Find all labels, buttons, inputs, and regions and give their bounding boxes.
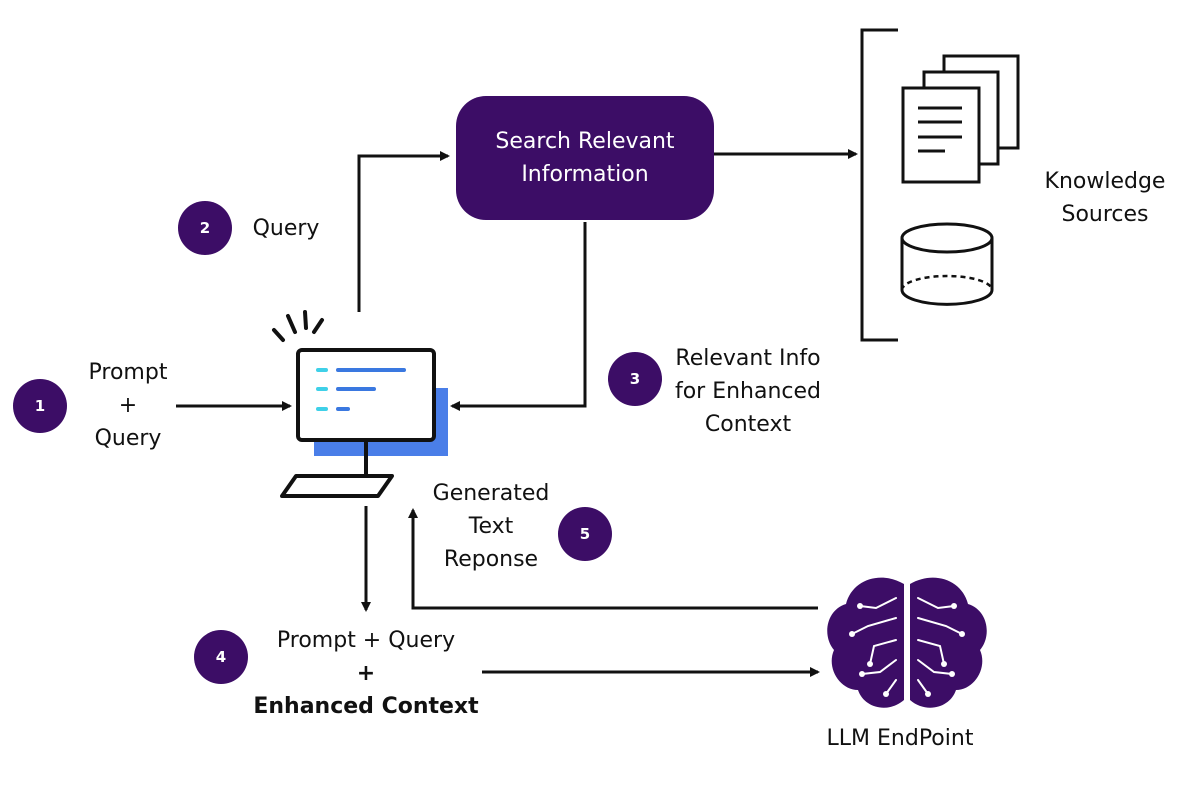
step-4-line1: Prompt + Query <box>276 628 456 653</box>
step-5-line3: Reponse <box>443 547 539 572</box>
search-node-line1: Search Relevant <box>495 129 675 154</box>
arrow-relevant-info-to-computer <box>450 222 587 411</box>
llm-endpoint-label: LLM EndPoint <box>826 726 974 751</box>
step-5-line2: Text <box>468 514 514 539</box>
step-1-label: Prompt + Query <box>68 356 188 455</box>
step-4-line3: Enhanced Context <box>253 694 479 719</box>
step-5-line1: Generated <box>432 481 550 506</box>
step-4-badge: 4 <box>194 630 248 684</box>
step-4-label: Prompt + Query + Enhanced Context <box>250 624 482 723</box>
step-3-line1: Relevant Info <box>675 346 821 371</box>
step-4-line2: + <box>356 661 376 686</box>
step-3-badge: 3 <box>608 352 662 406</box>
step-5-badge: 5 <box>558 507 612 561</box>
step-3-line2: for Enhanced <box>674 379 822 404</box>
step-5-label: Generated Text Reponse <box>420 477 562 576</box>
document-stack-icon <box>901 54 1020 184</box>
brain-icon <box>827 577 987 708</box>
knowledge-sources-label: Knowledge Sources <box>1030 165 1180 231</box>
arrow-query-to-search <box>357 151 450 312</box>
arrow-llm-response-to-computer <box>408 508 818 610</box>
step-2-label: Query <box>252 216 320 241</box>
step-1-line1: Prompt <box>88 360 168 385</box>
step-1-line2: + <box>118 393 138 418</box>
step-3-label: Relevant Info for Enhanced Context <box>664 342 832 441</box>
database-icon <box>900 222 994 306</box>
knowledge-line1: Knowledge <box>1044 169 1166 194</box>
step-3-line3: Context <box>704 412 792 437</box>
search-node-line2: Information <box>521 162 649 187</box>
knowledge-line2: Sources <box>1061 202 1149 227</box>
search-relevant-information-node: Search Relevant Information <box>456 96 714 220</box>
knowledge-bracket <box>860 28 898 342</box>
step-1-badge: 1 <box>13 379 67 433</box>
step-1-line3: Query <box>94 426 162 451</box>
computer-icon <box>272 310 448 498</box>
step-2-badge: 2 <box>178 201 232 255</box>
